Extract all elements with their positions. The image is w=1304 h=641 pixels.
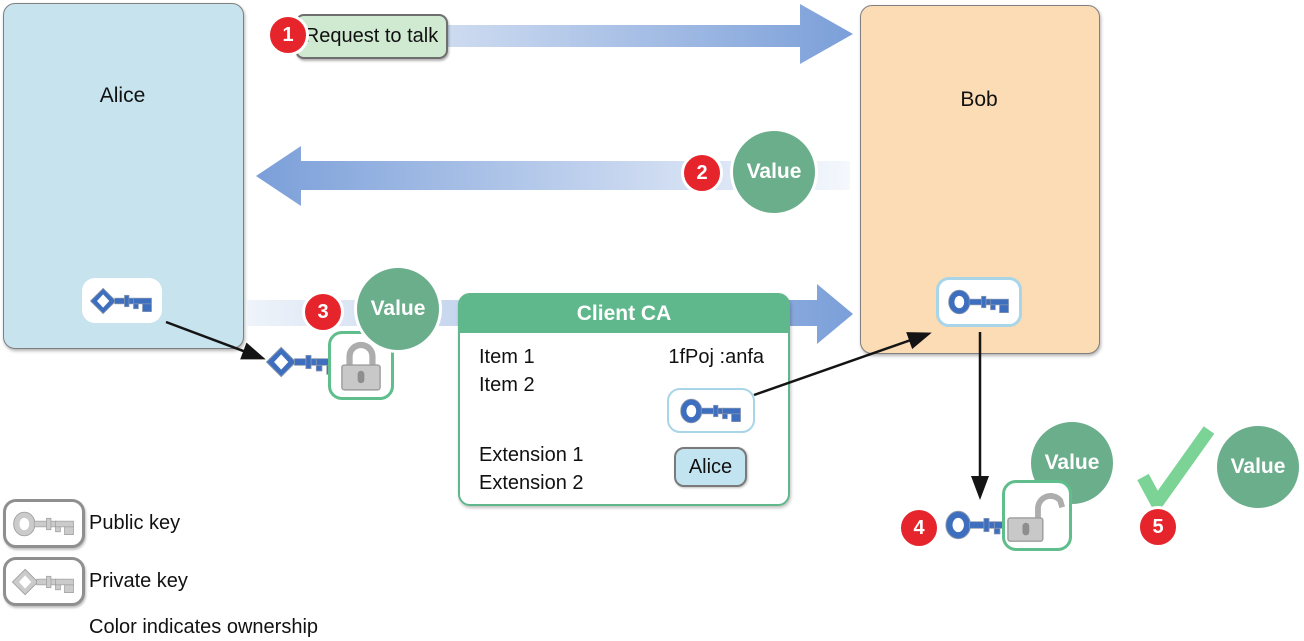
step-5-badge: 5 bbox=[1137, 506, 1179, 548]
step-4-number: 4 bbox=[913, 516, 925, 539]
bob-label: Bob bbox=[960, 88, 998, 111]
certificate-header: Client CA bbox=[460, 295, 788, 333]
step-1-number: 1 bbox=[282, 23, 294, 46]
private-key-icon bbox=[12, 568, 74, 595]
bob-public-key-box bbox=[936, 277, 1022, 327]
alice-label: Alice bbox=[99, 84, 146, 107]
public-key-icon bbox=[948, 289, 1009, 315]
cert-key-connector-arrow bbox=[753, 332, 932, 397]
certificate-item-2: Item 2 bbox=[479, 374, 535, 396]
certificate-box: Client CA Item 1 Item 2 1fPoj :anfa Exte… bbox=[458, 293, 790, 506]
certificate-public-key-box bbox=[667, 388, 755, 433]
public-key-icon bbox=[680, 398, 741, 423]
step-5-value-circle: Value bbox=[1214, 423, 1302, 511]
certificate-subject-chip: Alice bbox=[674, 447, 747, 487]
certificate-subject-label: Alice bbox=[688, 455, 733, 478]
legend-public-key-box bbox=[3, 499, 85, 548]
step-4-badge: 4 bbox=[898, 507, 940, 549]
certificate-extension-2: Extension 2 bbox=[479, 472, 584, 494]
private-key-icon bbox=[265, 346, 338, 378]
step-2-value-circle: Value bbox=[730, 128, 818, 216]
step-1-badge: 1 bbox=[267, 14, 309, 56]
legend-private-key-label: Private key bbox=[89, 570, 188, 592]
open-padlock-icon bbox=[1007, 492, 1065, 542]
request-to-talk-label: Request to talk bbox=[304, 25, 439, 47]
certificate-extension-1: Extension 1 bbox=[479, 444, 584, 466]
public-key-icon bbox=[13, 511, 74, 536]
legend-private-key-box bbox=[3, 557, 85, 606]
legend-ownership-note: Color indicates ownership bbox=[89, 616, 319, 638]
certificate-title: Client CA bbox=[576, 302, 672, 325]
certificate-signature: 1fPoj :anfa bbox=[668, 346, 764, 368]
request-to-talk-box: Request to talk bbox=[295, 14, 448, 59]
step4-lock-box bbox=[1002, 480, 1072, 551]
step-3-value-circle: Value bbox=[354, 265, 442, 353]
step3-private-key bbox=[265, 342, 340, 384]
step-3-number: 3 bbox=[317, 300, 329, 323]
step-2-badge: 2 bbox=[681, 152, 723, 194]
step-2-value-label: Value bbox=[746, 160, 802, 183]
legend-public-key-label: Public key bbox=[89, 512, 181, 534]
step-5-number: 5 bbox=[1152, 515, 1164, 538]
closed-padlock-icon bbox=[341, 341, 381, 391]
private-key-icon bbox=[90, 287, 152, 314]
step-3-badge: 3 bbox=[302, 291, 344, 333]
certificate-item-1: Item 1 bbox=[479, 346, 535, 368]
alice-private-key-box bbox=[82, 278, 162, 323]
alice-key-connector-arrow bbox=[165, 320, 266, 360]
step-5-value-label: Value bbox=[1230, 455, 1286, 478]
check-icon bbox=[1137, 426, 1215, 512]
step-2-number: 2 bbox=[696, 161, 708, 184]
step-3-value-label: Value bbox=[370, 297, 426, 320]
arrow-right-icon bbox=[284, 4, 853, 64]
step-4-value-label: Value bbox=[1044, 451, 1100, 474]
